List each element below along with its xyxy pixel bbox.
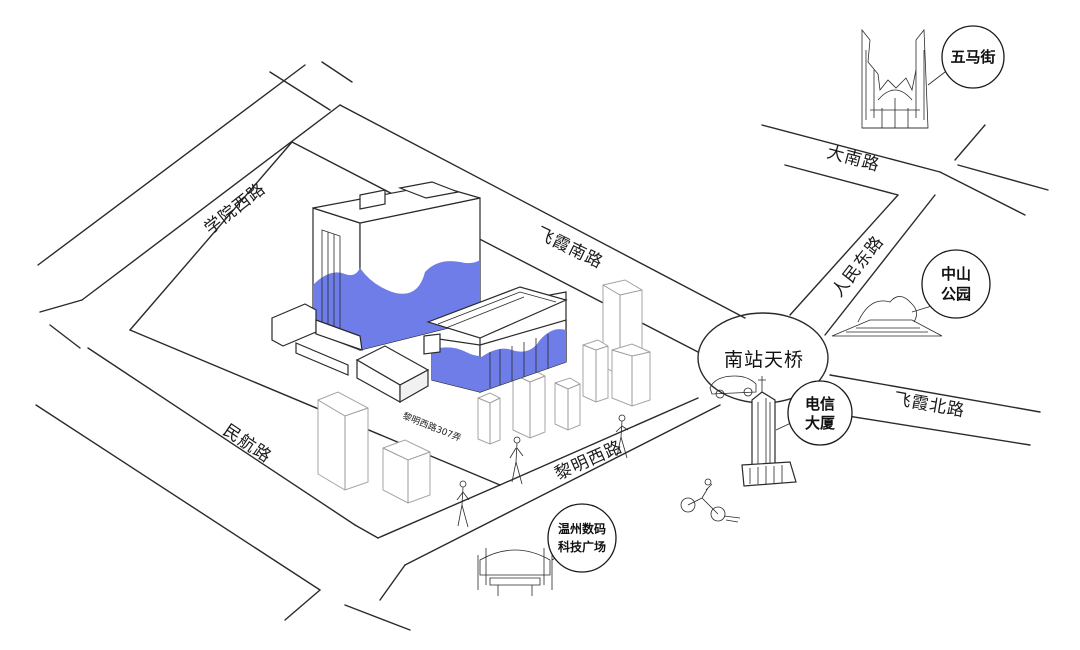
pedestrian-icon: [615, 414, 629, 459]
secondary-hall-building[interactable]: [423, 286, 568, 393]
road-label-xueyuan-west: 学院西路: [201, 179, 270, 239]
car-icon: [709, 375, 757, 399]
plaza-label-2: 科技广场: [558, 539, 606, 554]
telecom-building-bubble[interactable]: 电信 大厦: [787, 380, 853, 446]
zhongshan-park-label-1: 中山: [941, 265, 971, 283]
wuma-street-bubble[interactable]: 五马街: [941, 25, 1005, 89]
road-label-feixia-north: 飞霞北路: [892, 389, 966, 421]
road-network: [35, 61, 1049, 631]
pedestrian-icon: [509, 436, 524, 485]
wuma-street-label: 五马街: [950, 48, 995, 66]
pedestrian-icon: [456, 480, 470, 528]
plaza-bench-icon: [477, 548, 566, 596]
telecom-tower-icon: [741, 376, 797, 487]
park-pavilion-icon: [831, 296, 943, 337]
telecom-label-2: 大厦: [805, 414, 836, 432]
road-label-minhang: 民航路: [219, 421, 275, 468]
road-label-danan: 大南路: [825, 143, 882, 176]
low-annex-building: [355, 345, 430, 404]
digital-plaza-bubble[interactable]: 温州数码 科技广场: [547, 503, 617, 573]
main-office-tower[interactable]: [271, 181, 481, 376]
zhongshan-park-label-2: 公园: [941, 285, 971, 303]
zhongshan-park-bubble[interactable]: 中山 公园: [921, 249, 991, 319]
surrounding-buildings: [317, 279, 651, 504]
nanzhan-bridge-label[interactable]: 南站天桥: [724, 349, 804, 371]
road-label-liming-west: 黎明西路: [552, 437, 626, 485]
road-label-feixia-south: 飞霞南路: [533, 224, 606, 274]
wuma-gate-icon: [861, 28, 946, 129]
plaza-label-1: 温州数码: [558, 521, 606, 536]
telecom-label-1: 电信: [805, 395, 835, 413]
motorcycle-icon: [680, 478, 741, 523]
road-label-liming-west-lane: 黎明西路307弄: [401, 410, 463, 444]
